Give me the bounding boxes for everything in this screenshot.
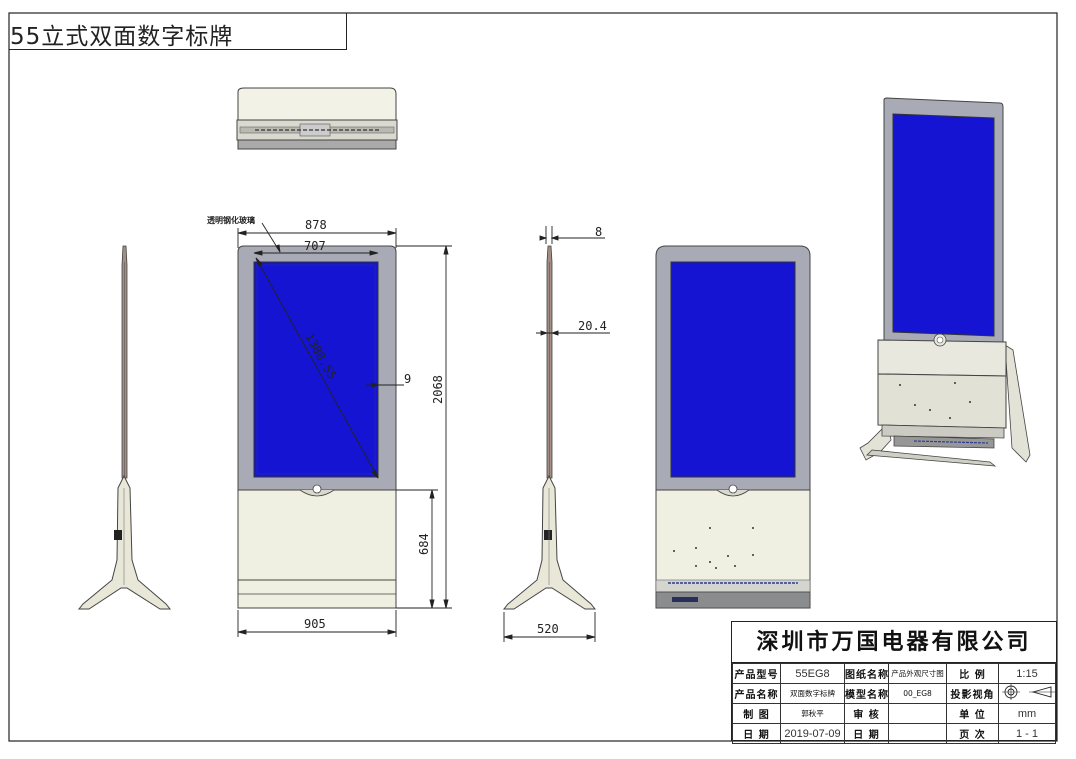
label-projection: 投影视角 — [946, 683, 999, 704]
isometric-view — [859, 97, 1031, 467]
value-date: 2019-07-09 — [780, 723, 845, 744]
label-page: 页 次 — [946, 723, 999, 744]
value-unit: mm — [998, 703, 1056, 724]
label-scale: 比 例 — [946, 663, 999, 684]
title-block-row: 产品型号 55EG8 图纸名称 产品外观尺寸图 比 例 1:15 — [732, 663, 1056, 684]
title-block-table: 产品型号 55EG8 图纸名称 产品外观尺寸图 比 例 1:15 产品名称 双面… — [732, 663, 1056, 744]
label-model-name: 模型名称 — [844, 683, 889, 704]
dim-9: 9 — [404, 372, 411, 386]
value-review-date — [888, 723, 947, 744]
value-product-model: 55EG8 — [780, 663, 845, 684]
sheet-title: 55立式双面数字标牌 — [10, 24, 234, 50]
label-unit: 单 位 — [946, 703, 999, 724]
projection-angle-icon — [1002, 684, 1055, 700]
dim-20-4: 20.4 — [578, 319, 607, 333]
value-page: 1 - 1 — [998, 723, 1056, 744]
label-reviewer: 审 核 — [844, 703, 889, 724]
label-product-model: 产品型号 — [732, 663, 781, 684]
glass-note: 透明钢化玻璃 — [207, 215, 255, 225]
label-drafter: 制 图 — [732, 703, 781, 724]
title-block: 深圳市万国电器有限公司 产品型号 55EG8 图纸名称 产品外观尺寸图 比 例 … — [731, 621, 1057, 744]
value-product-name: 双面数字标牌 — [780, 683, 845, 704]
label-product-name: 产品名称 — [732, 683, 781, 704]
dim-8: 8 — [595, 225, 602, 239]
dim-905: 905 — [304, 617, 326, 631]
title-block-row: 产品名称 双面数字标牌 模型名称 00_EG8 投影视角 — [732, 683, 1056, 704]
value-reviewer — [888, 703, 947, 724]
front-view — [237, 245, 397, 609]
value-scale: 1:15 — [998, 663, 1056, 684]
dim-707: 707 — [304, 239, 326, 253]
left-side-view — [77, 245, 172, 610]
value-model-name: 00_EG8 — [888, 683, 947, 704]
dim-878: 878 — [305, 218, 327, 232]
label-drawing-name: 图纸名称 — [844, 663, 889, 684]
top-view — [236, 87, 398, 150]
projection-symbol — [998, 683, 1056, 704]
right-side-view — [502, 245, 597, 610]
dim-684: 684 — [417, 533, 431, 555]
perspective-front-view — [655, 245, 811, 609]
sheet-border — [8, 12, 1058, 742]
dim-520: 520 — [537, 622, 559, 636]
title-box — [9, 13, 347, 50]
value-drafter: 郭秋平 — [780, 703, 845, 724]
title-block-row: 制 图 郭秋平 审 核 单 位 mm — [732, 703, 1056, 724]
title-block-row: 日 期 2019-07-09 日 期 页 次 1 - 1 — [732, 723, 1056, 744]
label-review-date: 日 期 — [844, 723, 889, 744]
dimension-lines — [237, 222, 610, 642]
dim-2068: 2068 — [431, 375, 445, 404]
company-name: 深圳市万国电器有限公司 — [732, 622, 1056, 663]
value-drawing-name: 产品外观尺寸图 — [888, 663, 947, 684]
label-date: 日 期 — [732, 723, 781, 744]
